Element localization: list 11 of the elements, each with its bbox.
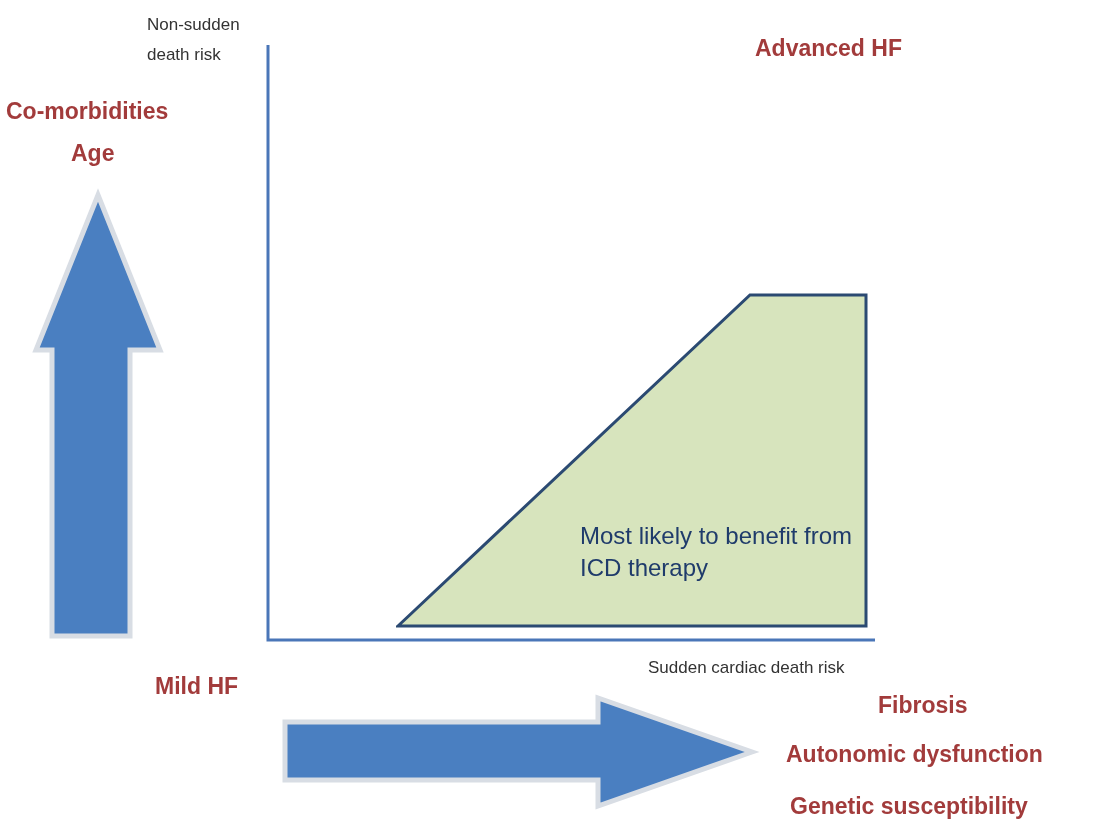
stage-label: Advanced HF (755, 35, 902, 62)
stage-label: Mild HF (155, 673, 239, 700)
factor-label: Autonomic dysfunction (786, 741, 1043, 768)
axis-label: Non-sudden death risk (147, 14, 241, 66)
factor-label: Fibrosis (878, 692, 968, 719)
factor-label: Genetic susceptibility (790, 793, 1028, 820)
factor-label: Age (71, 140, 115, 167)
benefit-region (396, 293, 868, 628)
axis-label: Sudden cardiac death risk (648, 657, 845, 679)
factor-label: Co-morbidities (6, 98, 169, 125)
region-text: Most likely to benefit from ICD therapy (580, 521, 854, 583)
